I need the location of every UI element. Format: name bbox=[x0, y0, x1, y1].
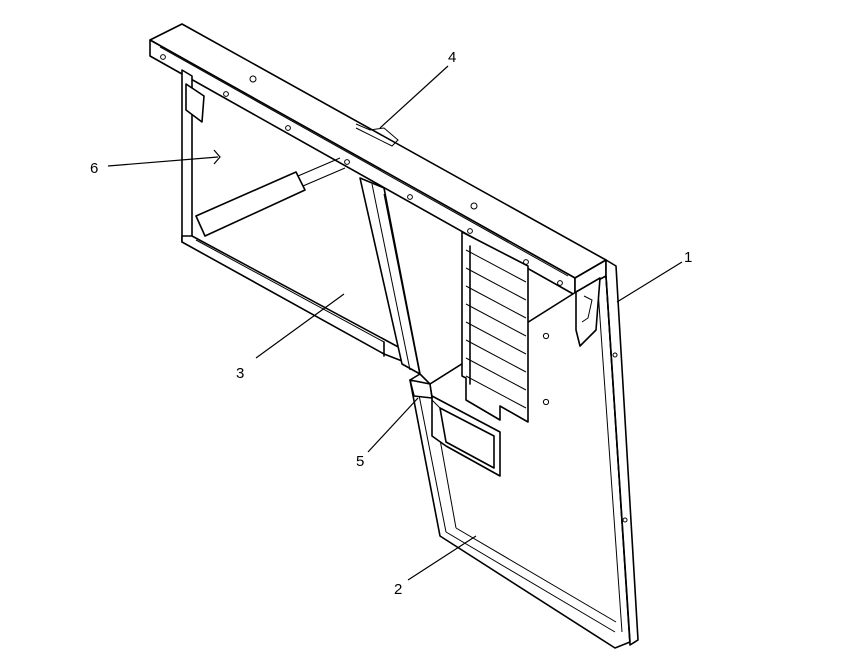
leader-3 bbox=[255, 293, 345, 359]
louvre-plate bbox=[461, 231, 529, 423]
callout-2: 2 bbox=[394, 581, 402, 598]
leader-6 bbox=[107, 156, 219, 167]
leader-2 bbox=[407, 535, 477, 581]
callout-1: 1 bbox=[684, 249, 692, 266]
leaders bbox=[107, 65, 683, 581]
top-rail bbox=[149, 23, 607, 296]
callout-4: 4 bbox=[448, 49, 456, 66]
leader-4 bbox=[379, 65, 449, 129]
lower-bracket bbox=[409, 379, 433, 399]
access-cover bbox=[431, 395, 501, 477]
callout-6: 6 bbox=[90, 160, 98, 177]
callout-5: 5 bbox=[356, 453, 364, 470]
callout-3: 3 bbox=[236, 365, 244, 382]
leader-5 bbox=[367, 397, 419, 453]
inner-bracket bbox=[195, 157, 346, 237]
leader-1 bbox=[616, 261, 683, 303]
callouts: 1 2 3 4 5 6 bbox=[90, 49, 692, 598]
